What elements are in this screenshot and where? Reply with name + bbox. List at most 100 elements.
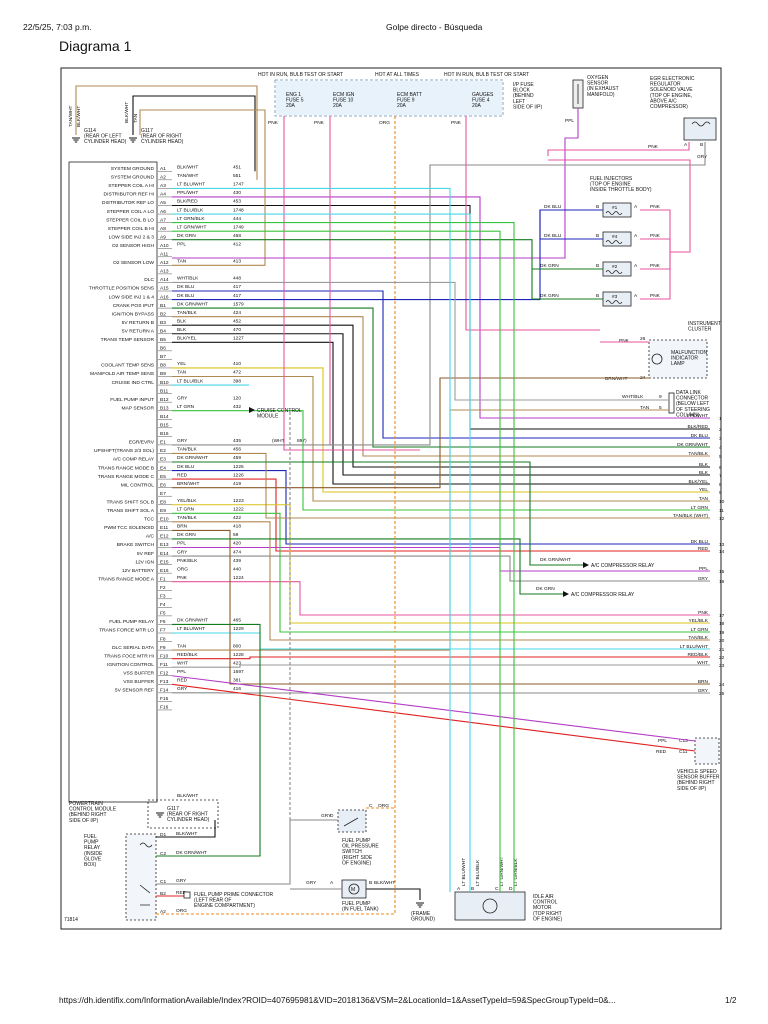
pcm-circuit-number: 1226 <box>233 472 244 478</box>
injector-number: #4 <box>612 234 618 240</box>
ground-g114 <box>72 137 80 143</box>
ground-g114-label: (REAR OF LEFT <box>84 134 122 140</box>
pcm-pin-number: F11 <box>160 662 168 668</box>
pcm-wire-color: BLK <box>177 327 187 333</box>
pcm-pin-number: E1 <box>160 440 166 446</box>
relay-wire-label: BLK/WHT <box>176 831 197 837</box>
wire-o2-high <box>172 108 579 259</box>
pcm-wire-color: BLK/YEL <box>177 336 197 342</box>
pcm-pin-number: A9 <box>160 234 166 240</box>
pcm-pin-number: A4 <box>160 192 166 198</box>
terminal-number: 24 <box>719 682 725 688</box>
wire-fuse-gauges <box>465 116 600 331</box>
pcm-wire-color: YEL <box>177 361 186 367</box>
pcm-pin-number: A15 <box>160 286 169 292</box>
injector-wire-label: PNK <box>650 204 661 210</box>
pcm-pin-number: B5 <box>160 337 166 343</box>
pcm-wire-color: DK BLU <box>177 464 195 470</box>
terminal-number: 9 <box>719 490 722 496</box>
pcm-pin-function: LOW SIDE INJ 2 & 3 <box>109 234 155 240</box>
injector-pin: A <box>634 204 638 210</box>
pcm-circuit-number: 416 <box>233 686 241 692</box>
pcm-pin-number: F9 <box>160 645 166 651</box>
pcm-wire-color: TAN <box>177 643 187 649</box>
oil-pressure-switch-label: (RIGHT SIDE <box>342 855 373 861</box>
fuel-pump-motor-symbol: M <box>351 887 355 893</box>
dlc-label: DATA LINK <box>676 390 701 396</box>
egr-valve-label: ABOVE A/C <box>650 98 677 104</box>
vss-buffer-label: SIDE OF I/P) <box>677 786 707 792</box>
pcm-circuit-number: 1223 <box>233 498 244 504</box>
wire-shift-sol-a <box>172 512 710 633</box>
injector-coil <box>605 211 623 215</box>
wire-relay-gry <box>156 820 291 885</box>
pcm-pin-function: SYSTEM GROUND <box>111 175 155 181</box>
pcm-pin-number: A12 <box>160 260 169 266</box>
pcm-pin-number: A8 <box>160 226 166 232</box>
terminal-wire-label: YEL/BLK <box>689 618 709 624</box>
pcm-circuit-number: 412 <box>233 241 241 247</box>
egr-valve-label: (TOP OF ENGINE, <box>650 93 692 99</box>
egr-wire-label: PNK <box>648 144 659 150</box>
fuel-pump-pin: A <box>330 880 334 886</box>
mil-lamp-label: INDICATOR <box>671 356 698 362</box>
terminal-wire-label: BLK/RED <box>687 424 708 430</box>
wire-ac-comp-relay <box>172 461 583 566</box>
wire-color-label: DK GRN/WHT <box>540 557 571 563</box>
relay-coil <box>139 842 153 848</box>
pcm-pin-number: B8 <box>160 363 166 369</box>
wire-coolant-temp <box>172 367 710 493</box>
fuse-label: FUSE 10 <box>333 98 354 104</box>
injector-label: INSIDE THROTTLE BODY) <box>590 187 652 193</box>
pcm-pin-number: F7 <box>160 628 166 634</box>
pcm-pin-function: PWM TCC SOLENOID <box>104 525 154 531</box>
pcm-circuit-number: 472 <box>233 370 241 376</box>
wire-tps <box>172 290 710 439</box>
pcm-pin-number: E14 <box>160 551 169 557</box>
prime-connector-label: FUEL PUMP PRIME CONNECTOR <box>194 892 273 898</box>
pcm-circuit-number: 417 <box>233 284 241 290</box>
pcm-location-label: CONTROL MODULE <box>69 807 117 813</box>
wire-egr-pnk <box>547 142 690 156</box>
terminal-wire-label: DK BLU <box>691 539 709 545</box>
pcm-circuit-number: 1224 <box>233 575 244 581</box>
relay-pin: C2 <box>160 851 166 857</box>
pcm-pin-function: VSS BUFFER <box>123 670 154 676</box>
pcm-pin-number: F4 <box>160 602 166 608</box>
pcm-pin-function: DLC SERIAL DATA <box>112 645 155 651</box>
pcm-pin-number: B13 <box>160 405 169 411</box>
switch-wire-label: GRY <box>321 813 332 819</box>
pcm-wire-color: GRY <box>177 438 188 444</box>
pcm-wire-color: DK GRN/WHT <box>177 301 208 307</box>
injector-label: FUEL INJECTORS <box>590 176 633 182</box>
ground-g114-label: G114 <box>84 128 96 134</box>
ground-g117 <box>129 137 137 143</box>
fuse-wire-label: PNK <box>451 120 462 126</box>
wire-injector-common <box>548 159 691 253</box>
fuse-label: 20A <box>286 103 296 109</box>
pcm-circuit-number: 456 <box>233 447 241 453</box>
iac-motor-label: IDLE AIR <box>533 894 554 900</box>
pcm-wire-color: LT GRN/WHT <box>177 224 206 230</box>
pcm-pin-function: UPSHIFT(TRANS 2/3 SOL) <box>94 448 154 454</box>
pcm-splice-label: 897) <box>297 438 307 444</box>
cluster-label: INSTRUMENT <box>688 321 721 327</box>
wire-trans-range-a <box>172 581 710 616</box>
relay-wire-label: DK GRN/WHT <box>176 850 207 856</box>
terminal-number: 4 <box>719 445 722 451</box>
pcm-circuit-number: 448 <box>233 276 241 282</box>
iac-pin: A <box>457 886 461 892</box>
terminal-number: 12 <box>719 516 725 522</box>
wire-force-motor-hi <box>172 656 710 660</box>
pcm-circuit-number: 459 <box>233 455 241 461</box>
dlc-wire-label: WHT/BLK <box>622 394 644 400</box>
pcm-circuit-number: 419 <box>233 481 241 487</box>
terminal-number: 17 <box>719 613 725 619</box>
pcm-pin-function: O2 SENSOR HIGH <box>112 243 155 249</box>
relay-wire-label: RED <box>176 890 187 896</box>
ground-g117-label: (REAR OF RIGHT <box>141 134 182 140</box>
fuse-wire-label: PNK <box>268 120 279 126</box>
pcm-pin-number: B6 <box>160 346 166 352</box>
iac-wire-label: LT BLU/BLK <box>475 859 481 886</box>
ground-wire-label: BLK/WHT <box>76 106 82 127</box>
